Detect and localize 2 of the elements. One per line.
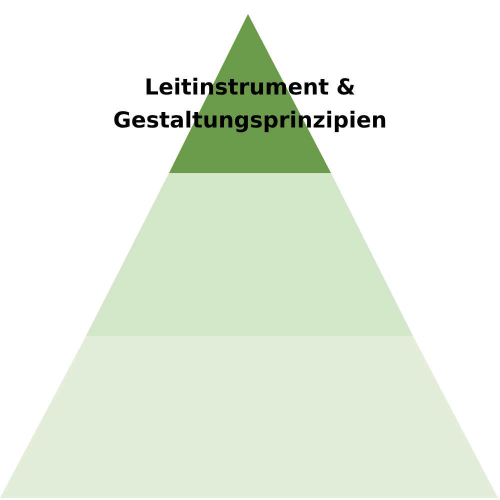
pyramid-middle-band [86,173,413,336]
pyramid-bottom-band [0,336,498,498]
